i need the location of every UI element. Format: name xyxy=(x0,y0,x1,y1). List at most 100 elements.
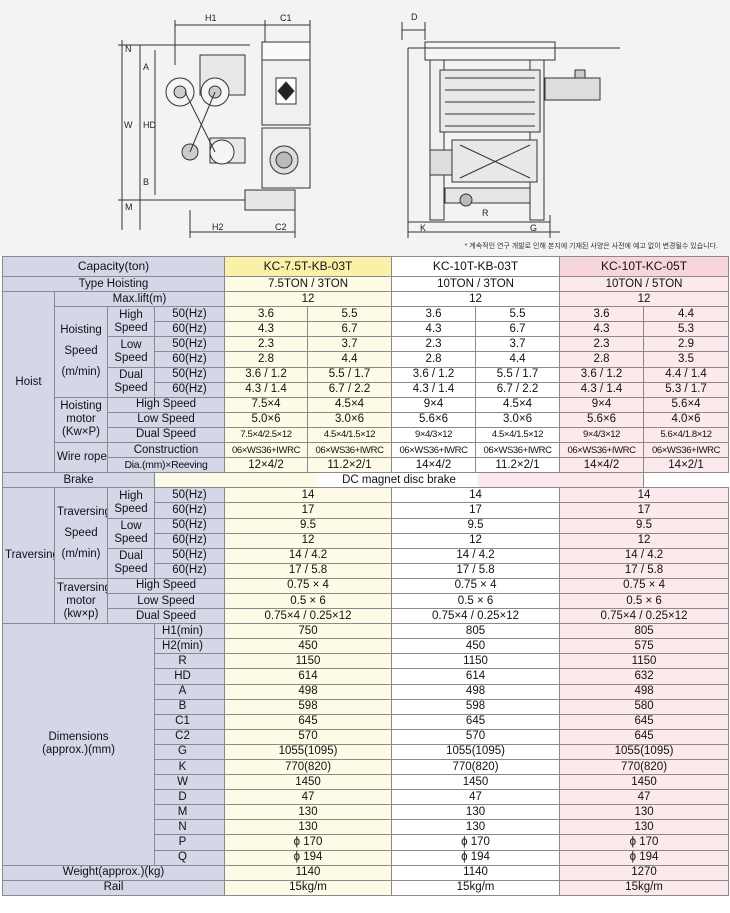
dimension-name: W xyxy=(154,774,225,791)
low-speed-label: Low Speed xyxy=(107,517,155,549)
cell: 10TON / 5TON xyxy=(559,275,730,293)
cell: 06×WS36+IWRC xyxy=(306,442,393,459)
trav-dual-50-row: Dual Speed 50(Hz) 14 / 4.2 14 / 4.2 14 /… xyxy=(3,547,730,579)
cell: 15kg/m xyxy=(223,879,393,896)
max-lift-row: Hoist Max.lift(m) 12 12 12 xyxy=(2,291,730,474)
dual-speed-label: Dual Speed xyxy=(107,547,155,579)
cell: 805 xyxy=(559,623,730,640)
cell: 498 xyxy=(559,683,730,700)
cell: 06×WS36+IWRC xyxy=(391,442,477,459)
label-line: High xyxy=(119,308,143,321)
hoist-motor-low-row: Low Speed 5.0×6 3.0×6 5.6×6 3.0×6 5.6×6 … xyxy=(3,411,730,428)
cell: 4.5×4 xyxy=(475,396,561,413)
cell: 3.6 xyxy=(224,306,308,323)
hoist-motor-dual-row: Dual Speed 7.5×4/2.5×12 4.5×4/1.5×12 9×4… xyxy=(3,426,730,444)
cell: 47 xyxy=(559,789,730,806)
cell: 14×4/2 xyxy=(559,457,645,474)
cell: 4.4 xyxy=(643,306,730,323)
dimension-name: P xyxy=(154,834,225,851)
cell: 14 xyxy=(223,487,393,504)
cell: 580 xyxy=(559,698,730,715)
cell: 12 xyxy=(391,532,561,549)
cell: 14 xyxy=(559,487,730,504)
hz-label: 50(Hz) xyxy=(154,366,225,383)
cell: 4.4 xyxy=(306,351,393,368)
hz-label: 60(Hz) xyxy=(154,562,225,579)
cell: 130 xyxy=(223,819,393,836)
cell: 0.75×4 / 0.25×12 xyxy=(223,608,393,625)
label-line: motor xyxy=(66,413,96,426)
cell: 1055(1095) xyxy=(223,743,393,761)
dimension-name: HD xyxy=(154,668,225,685)
weight-row: Weight(approx.)(kg) 1140 1140 1270 xyxy=(2,864,730,881)
spec-table: Capacity(ton) KC-7.5T-KB-03T KC-10T-KB-0… xyxy=(2,256,730,896)
hz-label: 60(Hz) xyxy=(154,381,225,398)
cell: 5.6×6 xyxy=(391,411,477,428)
cell: 3.0×6 xyxy=(306,411,393,428)
hoist-label: Hoist xyxy=(2,291,55,474)
trav-motor-dual-row: Dual Speed 0.75×4 / 0.25×12 0.75×4 / 0.2… xyxy=(3,608,730,625)
model-1-name: KC-7.5T-KB-03T xyxy=(223,256,393,277)
cell: 4.3 xyxy=(391,321,477,338)
cell: 12 xyxy=(391,291,561,308)
footer-section: Weight(approx.)(kg) 1140 1140 1270 Rail … xyxy=(2,864,730,896)
dimension-name: G xyxy=(154,743,225,761)
hz-label: 50(Hz) xyxy=(154,547,225,564)
high-speed-label: High Speed xyxy=(107,306,155,338)
dimension-name: D xyxy=(154,789,225,806)
motor-high-label: High Speed xyxy=(107,577,225,594)
cell: 1450 xyxy=(223,774,393,791)
dimension-name: A xyxy=(154,683,225,700)
cell: ϕ 170 xyxy=(391,834,561,851)
cell: 6.7 xyxy=(306,321,393,338)
cell: 9×4/3×12 xyxy=(559,426,645,444)
cell: 12 xyxy=(559,532,730,549)
motor-high-label: High Speed xyxy=(107,396,225,413)
technical-drawing: H1 C1 H2 C2 N A W HD B M D K R G * 계속적인 … xyxy=(0,0,730,256)
hoist-high-50-row: Hoisting Speed (m/min) High Speed 50(Hz)… xyxy=(3,306,730,398)
cell: 130 xyxy=(391,819,561,836)
cell: 2.8 xyxy=(224,351,308,368)
cell: 0.75 × 4 xyxy=(391,577,561,594)
hz-label: 60(Hz) xyxy=(154,321,225,338)
cell: 570 xyxy=(391,728,561,745)
cell: 4.5×4/1.5×12 xyxy=(306,426,393,444)
trav-high-50-row: Traversing Traversing Speed (m/min) High… xyxy=(2,487,730,625)
cell: 770(820) xyxy=(223,758,393,776)
cell: 645 xyxy=(223,713,393,730)
cell: 130 xyxy=(223,804,393,821)
cell: 1055(1095) xyxy=(559,743,730,761)
cell: 17 / 5.8 xyxy=(391,562,561,579)
cell: 1150 xyxy=(223,653,393,670)
cell: 12 xyxy=(223,532,393,549)
label-line: Speed xyxy=(64,345,98,358)
dimension-name: K xyxy=(154,758,225,776)
high-speed-label: High Speed xyxy=(107,487,155,519)
label-line: Hoisting xyxy=(60,324,102,337)
cell: 598 xyxy=(391,698,561,715)
label-line: High xyxy=(119,489,143,502)
label-line: Dual xyxy=(119,550,143,563)
cell: 770(820) xyxy=(391,758,561,776)
cell: 5.3 / 1.7 xyxy=(643,381,730,398)
label-line: Speed xyxy=(64,526,98,539)
dim-label-h2: H2 xyxy=(212,222,224,232)
cell: 9.5 xyxy=(223,517,393,534)
cell: 3.0×6 xyxy=(475,411,561,428)
cell: 10TON / 3TON xyxy=(391,275,561,293)
cell: 805 xyxy=(391,623,561,640)
capacity-label: Capacity(ton) xyxy=(2,256,225,277)
dim-label-d: D xyxy=(411,12,418,22)
label-line: Speed xyxy=(114,533,148,546)
dim-label-hd: HD xyxy=(143,120,156,130)
cell: 575 xyxy=(559,638,730,655)
cell: 0.5 × 6 xyxy=(391,592,561,610)
label-line: Low xyxy=(120,520,142,533)
cell: ϕ 194 xyxy=(223,849,393,866)
